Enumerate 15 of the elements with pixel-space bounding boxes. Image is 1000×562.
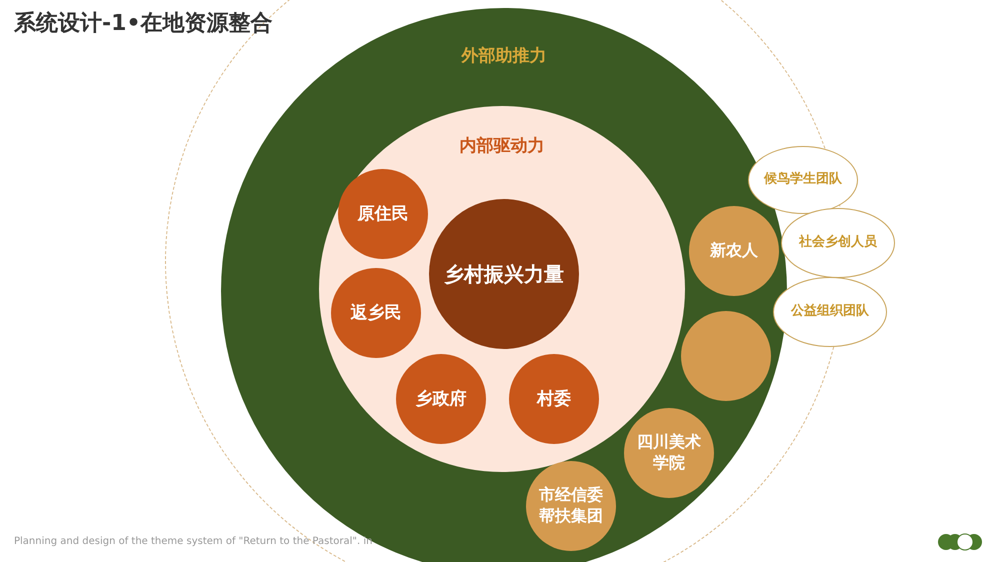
node-label: 候鸟学生团队: [762, 172, 843, 188]
node-label: 市经信委帮扶集团: [538, 485, 604, 527]
footer-note: Planning and design of the theme system of "Return to the Pastoral". in: [14, 536, 372, 547]
ring-heading: 内部驱动力: [458, 135, 546, 157]
node-label: 乡村振兴力量: [443, 261, 565, 287]
page-title: 系统设计-1•在地资源整合: [14, 10, 272, 38]
node-label: 新农人: [708, 240, 759, 262]
node-label: 原住民: [356, 202, 410, 226]
node-label: 公益组织团队: [790, 304, 870, 320]
node-label: 返乡民: [350, 302, 402, 324]
node-label: 四川美术学院: [636, 432, 702, 474]
ring-heading: 外部助推力: [460, 45, 548, 67]
node-label: 乡政府: [414, 388, 468, 410]
node-label: 社会乡创人员: [798, 234, 878, 252]
node-label: 村委: [536, 388, 572, 410]
